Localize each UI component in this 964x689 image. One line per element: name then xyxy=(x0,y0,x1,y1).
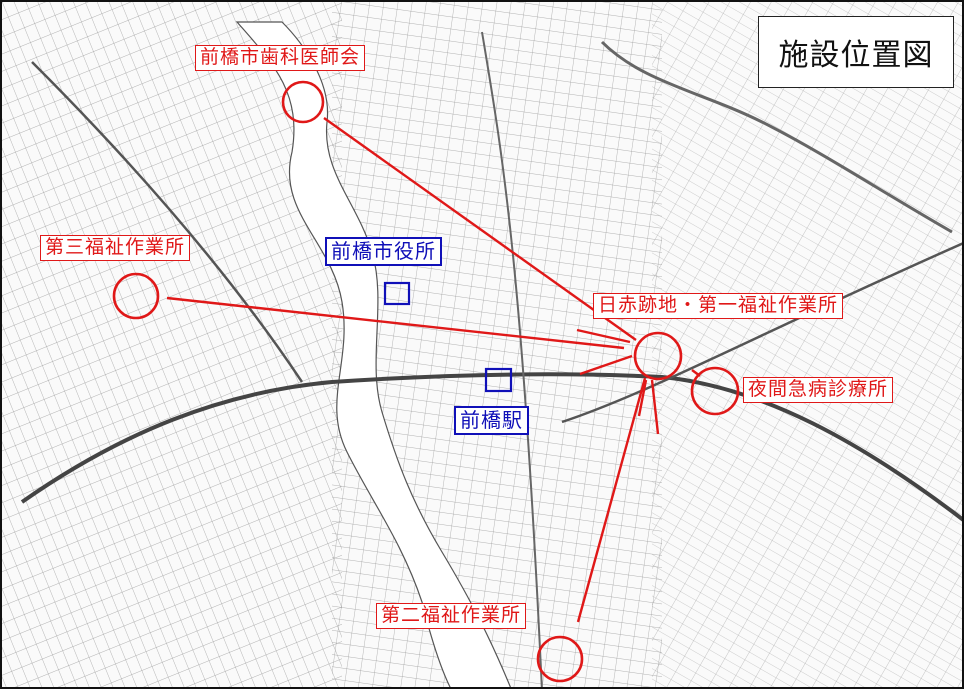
label-dental: 前橋市歯科医師会 xyxy=(195,45,366,71)
main-road-diagonal xyxy=(31,61,304,383)
street-grid-center xyxy=(332,2,662,687)
label-city-hall: 前橋市役所 xyxy=(325,237,442,266)
marker-night-clinic xyxy=(690,366,740,416)
main-road-east xyxy=(561,242,962,424)
hirose-river xyxy=(600,40,953,234)
marker-welfare3 xyxy=(112,272,160,320)
marker-station xyxy=(484,367,513,393)
map-title: 施設位置図 xyxy=(758,16,954,88)
street-grid-east xyxy=(652,2,962,687)
marker-welfare2 xyxy=(536,635,584,683)
landmark-markers xyxy=(383,281,513,393)
label-station: 前橋駅 xyxy=(454,406,529,435)
marker-dental xyxy=(281,80,325,124)
label-welfare2: 第二福祉作業所 xyxy=(376,603,527,629)
marker-city-hall xyxy=(383,281,411,306)
facility-markers xyxy=(112,80,740,683)
main-road-north xyxy=(481,31,543,687)
street-grid-west xyxy=(2,2,342,687)
label-night-clinic: 夜間急病診療所 xyxy=(743,377,894,403)
tone-river xyxy=(235,21,511,687)
rail-line xyxy=(20,372,962,522)
label-welfare3: 第三福祉作業所 xyxy=(40,235,191,261)
leader-lines xyxy=(166,117,701,623)
label-redcross: 日赤跡地・第一福祉作業所 xyxy=(593,293,844,319)
marker-redcross xyxy=(633,331,683,381)
